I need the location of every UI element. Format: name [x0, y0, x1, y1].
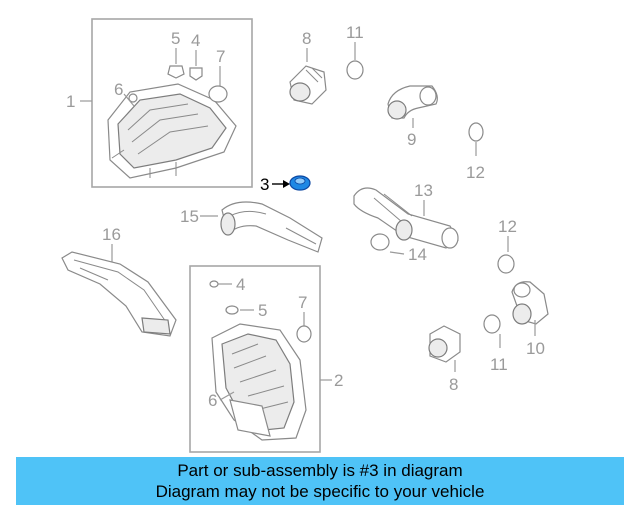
- part-7-upper: [208, 85, 228, 103]
- part-3-highlighted: [289, 175, 311, 191]
- callout-8-lower: 8: [449, 375, 458, 394]
- callout-12-lower: 12: [498, 217, 517, 236]
- callout-6-upper: 6: [114, 80, 123, 99]
- part-11-lower: [483, 314, 501, 334]
- callout-9: 9: [407, 130, 416, 149]
- part-11-upper: [346, 60, 364, 80]
- callout-5-upper: 5: [171, 29, 180, 48]
- part-13: [353, 187, 459, 249]
- callout-5-lower: 5: [258, 301, 267, 320]
- info-banner: Part or sub-assembly is #3 in diagram Di…: [16, 457, 624, 505]
- part-4-lower: [209, 280, 219, 288]
- part-10: [511, 281, 549, 325]
- part-4-upper: [189, 67, 203, 81]
- callout-12-upper: 12: [466, 163, 485, 182]
- callout-7-lower: 7: [298, 293, 307, 312]
- callout-11-upper: 11: [346, 23, 364, 42]
- assembly-box-1: [91, 18, 253, 188]
- callout-11-lower: 11: [490, 355, 508, 374]
- part-5-upper: [167, 65, 185, 79]
- callout-4-lower: 4: [236, 275, 245, 294]
- callout-1: 1: [66, 92, 75, 111]
- callout-14: 14: [408, 245, 427, 264]
- banner-line-2: Diagram may not be specific to your vehi…: [155, 482, 485, 501]
- part-12-upper: [468, 122, 484, 142]
- part-15-duct: [220, 201, 323, 253]
- part-9: [387, 85, 438, 120]
- part-7-lower: [296, 325, 312, 343]
- part-16: [61, 251, 177, 337]
- callout-16: 16: [102, 225, 121, 244]
- air-cleaner-upper: [107, 83, 237, 179]
- part-5-lower: [225, 305, 239, 315]
- part-14: [370, 233, 390, 251]
- part-12-lower: [497, 254, 515, 274]
- part-8-upper: [289, 65, 327, 105]
- parts-diagram: 1 6 5 4 7 3 8 11 9 12 15: [61, 18, 549, 453]
- callout-6-lower: 6: [208, 391, 217, 410]
- assembly-box-2: [189, 265, 321, 453]
- callout-15: 15: [180, 207, 199, 226]
- callout-4-upper: 4: [191, 31, 200, 50]
- callout-8-upper: 8: [302, 29, 311, 48]
- callout-2: 2: [334, 371, 343, 390]
- callout-10: 10: [526, 339, 545, 358]
- callout-7-upper: 7: [216, 47, 225, 66]
- callout-3: 3: [260, 175, 269, 194]
- banner-line-1: Part or sub-assembly is #3 in diagram: [177, 461, 463, 480]
- air-cleaner-lower: [211, 323, 307, 441]
- part-8-lower: [428, 325, 461, 363]
- callout-13: 13: [414, 181, 433, 200]
